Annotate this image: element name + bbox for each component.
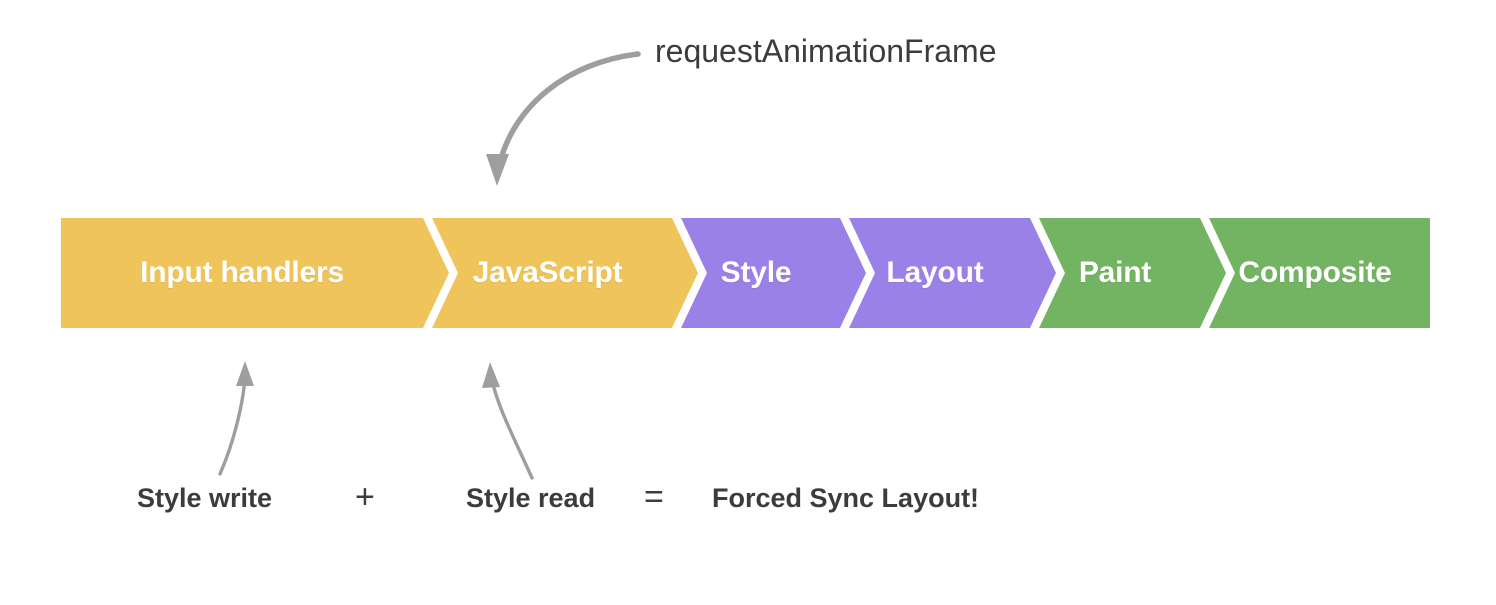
- pipeline-shapes: [61, 218, 1430, 328]
- style-read-label: Style read: [466, 483, 596, 513]
- equals-operator-icon: =: [644, 478, 664, 516]
- style-write-arrow-icon: [218, 361, 254, 476]
- raf-arrow-icon: [486, 51, 641, 186]
- pipeline-stage-input-handlers[interactable]: [61, 218, 449, 328]
- plus-operator-icon: +: [355, 478, 375, 516]
- forced-sync-layout-label: Forced Sync Layout!: [712, 483, 980, 513]
- pipeline-stage-layout[interactable]: [849, 218, 1056, 328]
- style-write-label: Style write: [137, 483, 273, 513]
- pipeline-stage-paint[interactable]: [1039, 218, 1226, 328]
- pipeline-stage-composite[interactable]: [1209, 218, 1430, 328]
- style-read-arrow-icon: [482, 362, 534, 480]
- pipeline-stage-javascript[interactable]: [432, 218, 698, 328]
- request-animation-frame-label: requestAnimationFrame: [655, 33, 997, 69]
- pipeline-stage-style[interactable]: [681, 218, 866, 328]
